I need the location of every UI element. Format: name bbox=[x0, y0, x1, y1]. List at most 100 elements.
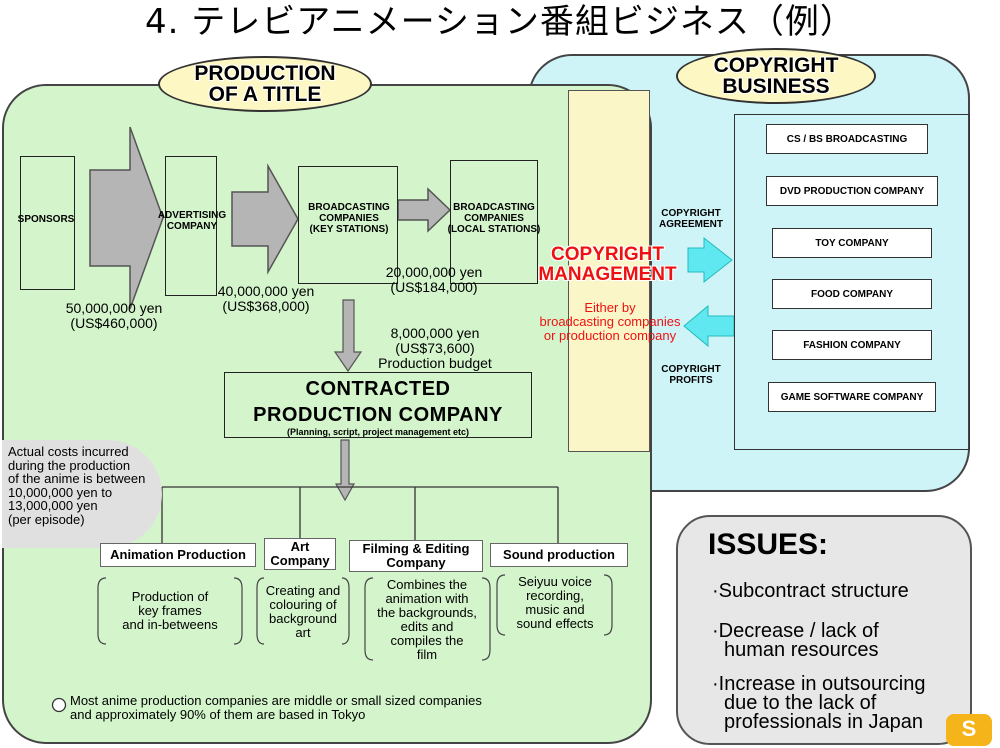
budget-label: Production budget bbox=[378, 355, 492, 371]
arrow-contracted-to-departments bbox=[334, 439, 356, 502]
budget-usd: (US$73,600) bbox=[395, 340, 475, 356]
local-yen: 20,000,000 yen bbox=[385, 264, 483, 280]
sound-production-description: Seiyuu voice recording, music and sound … bbox=[500, 575, 610, 631]
either-line3: or production company bbox=[543, 328, 677, 343]
company-toy: TOY COMPANY bbox=[772, 228, 932, 258]
contracted-line2: PRODUCTION COMPANY bbox=[253, 404, 503, 426]
copyright-management-label: COPYRIGHT MANAGEMENT bbox=[520, 245, 695, 285]
advert-yen: 40,000,000 yen bbox=[217, 283, 315, 299]
local-stations-line3: (LOCAL STATIONS) bbox=[447, 224, 541, 235]
description-line: Production of bbox=[131, 589, 209, 604]
copyright-management-bar bbox=[568, 90, 650, 452]
arrow-copyright-profits bbox=[683, 304, 735, 348]
description-line: recording, bbox=[526, 588, 584, 603]
art-company-description: Creating and colouring of background art bbox=[256, 584, 350, 640]
description-line: compiles the bbox=[390, 633, 464, 648]
sponsor-yen: 50,000,000 yen bbox=[65, 300, 163, 316]
company-label: CS / BS BROADCASTING bbox=[786, 133, 908, 145]
key-stations-label: BROADCASTING COMPANIES (KEY STATIONS) bbox=[294, 202, 404, 235]
advertising-label-line1: ADVERTISING bbox=[157, 210, 227, 221]
description-line: sound effects bbox=[516, 616, 594, 631]
agreement-line2: AGREEMENT bbox=[659, 219, 723, 230]
copyright-business-heading: COPYRIGHT BUSINESS bbox=[676, 48, 876, 104]
contracted-line1: CONTRACTED bbox=[305, 378, 451, 400]
department-name: Art bbox=[290, 539, 310, 554]
local-stations-line1: BROADCASTING bbox=[453, 202, 535, 213]
description-line: animation with bbox=[385, 591, 469, 606]
agreement-line1: COPYRIGHT bbox=[661, 208, 721, 219]
production-region bbox=[2, 84, 652, 744]
issue-text-line2: due to the lack of bbox=[724, 692, 877, 714]
actual-costs-line: 10,000,000 yen to bbox=[8, 484, 113, 500]
description-line: edits and bbox=[400, 619, 454, 634]
department-name-line2: Company bbox=[386, 555, 446, 570]
description-line: film bbox=[416, 647, 438, 662]
sponsors-box bbox=[20, 156, 75, 290]
issue-text: Decrease / lack of bbox=[718, 620, 879, 642]
description-line: the backgrounds, bbox=[377, 605, 477, 620]
production-heading-line2: OF A TITLE bbox=[208, 83, 322, 106]
copyright-business-heading-line2: BUSINESS bbox=[722, 75, 830, 98]
key-stations-line3: (KEY STATIONS) bbox=[309, 224, 389, 235]
production-heading-line1: PRODUCTION bbox=[194, 62, 336, 85]
company-label: TOY COMPANY bbox=[815, 237, 889, 249]
company-label: DVD PRODUCTION COMPANY bbox=[779, 185, 925, 197]
description-brackets bbox=[97, 574, 613, 661]
contracted-sub: (Planning, script, project management et… bbox=[286, 427, 470, 437]
production-companies-note: Most anime production companies are midd… bbox=[70, 694, 590, 722]
department-animation-production: Animation Production bbox=[100, 543, 256, 567]
company-label: GAME SOFTWARE COMPANY bbox=[780, 391, 924, 403]
department-tree bbox=[161, 486, 559, 543]
profits-line1: COPYRIGHT bbox=[661, 364, 721, 375]
issue-item: ·Subcontract structure bbox=[712, 580, 972, 602]
issues-heading: ISSUES: bbox=[708, 528, 829, 561]
issue-text: Subcontract structure bbox=[718, 580, 909, 602]
description-line: Seiyuu voice bbox=[518, 574, 592, 589]
department-filming-editing: Filming & Editing Company bbox=[349, 540, 483, 572]
copyright-management-line2: MANAGEMENT bbox=[538, 264, 677, 285]
local-stations-box bbox=[450, 160, 538, 284]
local-stations-line2: COMPANIES bbox=[464, 213, 524, 224]
copyright-agreement-label: COPYRIGHT AGREEMENT bbox=[650, 208, 732, 230]
department-name: Animation Production bbox=[110, 547, 246, 562]
department-sound-production: Sound production bbox=[490, 543, 628, 567]
note-line2: and approximately 90% of them are based … bbox=[70, 707, 366, 722]
issues-panel bbox=[676, 515, 972, 745]
description-line: and in-betweens bbox=[122, 617, 218, 632]
arrow-sponsors-to-advertising bbox=[89, 126, 164, 310]
arrow-advertising-to-key bbox=[231, 163, 299, 275]
issue-text-line3: professionals in Japan bbox=[724, 711, 924, 733]
key-stations-line2: COMPANIES bbox=[319, 213, 379, 224]
sponsor-usd: (US$460,000) bbox=[70, 315, 158, 331]
production-budget: 8,000,000 yen (US$73,600) Production bud… bbox=[360, 326, 510, 371]
description-line: art bbox=[295, 625, 311, 640]
company-label: FOOD COMPANY bbox=[810, 288, 894, 300]
description-line: background bbox=[269, 611, 337, 626]
department-art-company: Art Company bbox=[264, 538, 336, 570]
actual-costs-line: (per episode) bbox=[8, 511, 85, 527]
description-line: Combines the bbox=[386, 577, 468, 592]
production-heading: PRODUCTION OF A TITLE bbox=[158, 56, 372, 112]
page-title: 4. テレビアニメーション番組ビジネス（例） bbox=[145, 2, 855, 42]
department-name: Filming & Editing bbox=[362, 541, 470, 556]
description-line: key frames bbox=[138, 603, 202, 618]
arrow-key-to-contracted bbox=[333, 299, 363, 373]
company-fashion: FASHION COMPANY bbox=[772, 330, 932, 360]
actual-costs-line: 13,000,000 yen bbox=[8, 498, 98, 513]
advert-usd: (US$368,000) bbox=[222, 298, 310, 314]
actual-costs-line: during the production bbox=[8, 457, 131, 473]
actual-costs-line: Actual costs incurred bbox=[8, 444, 129, 459]
company-game-software: GAME SOFTWARE COMPANY bbox=[768, 382, 936, 412]
issue-bullet: · bbox=[712, 580, 719, 602]
key-stations-box bbox=[298, 166, 398, 284]
description-line: colouring of bbox=[269, 597, 337, 612]
sponsors-label: SPONSORS bbox=[17, 214, 75, 225]
note-line1: Most anime production companies are midd… bbox=[70, 693, 482, 708]
company-food: FOOD COMPANY bbox=[772, 279, 932, 309]
note-bullet-circle bbox=[51, 697, 67, 713]
advertising-label: ADVERTISING COMPANY bbox=[144, 210, 240, 232]
budget-yen: 8,000,000 yen bbox=[390, 325, 480, 341]
copyright-management-line1: COPYRIGHT bbox=[551, 244, 664, 265]
description-line: music and bbox=[525, 602, 585, 617]
